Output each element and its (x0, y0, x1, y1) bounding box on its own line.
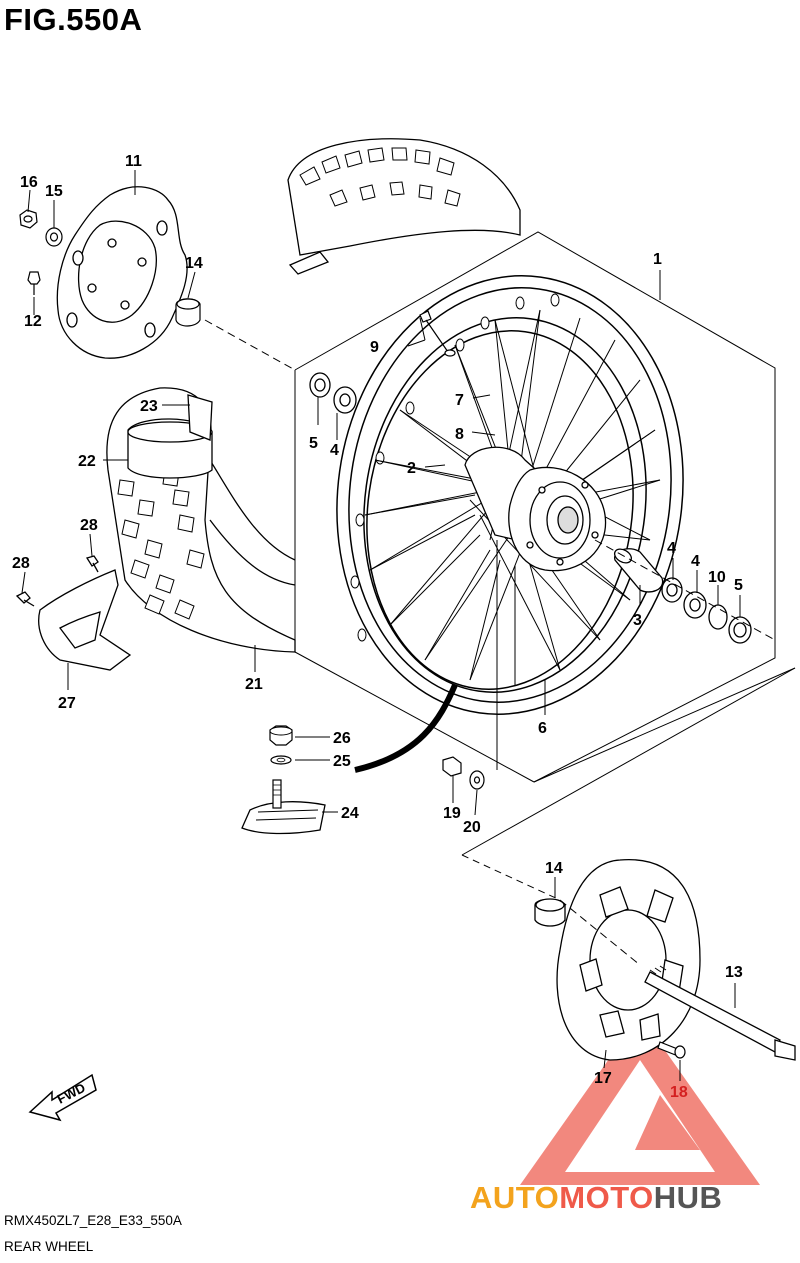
brake-disc (56, 186, 188, 359)
callout-15: 15 (45, 183, 63, 200)
figure-title: FIG.550A (4, 2, 143, 37)
callout-7: 7 (455, 392, 464, 409)
rim-band (127, 251, 330, 479)
sprocket (534, 859, 701, 1061)
wheel-rim (336, 275, 684, 715)
watermark-hub: HUB (653, 1180, 723, 1215)
watermark-moto: MOTO (559, 1180, 654, 1215)
callout-4-bearing-right-a: 4 (667, 540, 676, 557)
callout-12: 12 (24, 313, 42, 330)
callout-17: 17 (594, 1070, 612, 1087)
sprocket-alignment-line (559, 899, 641, 966)
figure-name: REAR WHEEL (4, 1239, 94, 1254)
rear-axle (644, 965, 796, 1061)
callout-27: 27 (58, 695, 76, 712)
callout-14-sprocket-spacer: 14 (545, 860, 563, 877)
callout-20: 20 (463, 819, 481, 836)
tire-tread-pattern-icon (117, 147, 461, 620)
rim-valve (419, 310, 456, 357)
callout-16: 16 (20, 174, 38, 191)
callout-21: 21 (245, 676, 263, 693)
sprocket-bolt (657, 1041, 686, 1059)
callout-4-bearing-right-b: 4 (691, 553, 700, 570)
watermark-logo-icon (520, 1015, 760, 1185)
callout-4-bearing-left: 4 (330, 442, 339, 459)
inner-tube (241, 683, 458, 835)
callout-8: 8 (455, 426, 464, 443)
callout-13: 13 (725, 964, 743, 981)
callout-19: 19 (443, 805, 461, 822)
callout-6: 6 (538, 720, 547, 737)
callout-5-seal-left: 5 (309, 435, 318, 452)
disc-hardware (19, 209, 201, 327)
callout-23: 23 (140, 398, 158, 415)
watermark-text: AUTOMOTOHUB (470, 1180, 722, 1216)
watermark-auto: AUTO (470, 1180, 560, 1215)
model-code: RMX450ZL7_E28_E33_550A (4, 1213, 182, 1228)
callout-10: 10 (708, 569, 726, 586)
callout-18: 18 (670, 1084, 688, 1101)
callout-9: 9 (370, 339, 379, 356)
callout-24: 24 (341, 805, 359, 822)
callout-11: 11 (125, 153, 142, 170)
callout-2: 2 (407, 460, 416, 477)
assembly-frame (294, 231, 796, 901)
axle-components (309, 372, 752, 644)
leader-lines (21, 170, 741, 1081)
axle-alignment-line (594, 539, 776, 641)
rim-lock-hardware (442, 756, 485, 790)
fwd-arrow-icon: FWD (28, 1073, 97, 1122)
callout-28-upper: 28 (80, 517, 98, 534)
callout-26: 26 (333, 730, 351, 747)
callout-25: 25 (333, 753, 351, 770)
callout-1: 1 (653, 251, 662, 268)
callout-22: 22 (78, 453, 96, 470)
disc-guard (15, 555, 132, 671)
callout-3: 3 (633, 612, 642, 629)
wheel-hub (464, 446, 607, 572)
callout-28-lower: 28 (12, 555, 30, 572)
callout-5-seal-right: 5 (734, 577, 743, 594)
callout-14-disc-spacer: 14 (185, 255, 203, 272)
disc-alignment-line (204, 319, 296, 371)
